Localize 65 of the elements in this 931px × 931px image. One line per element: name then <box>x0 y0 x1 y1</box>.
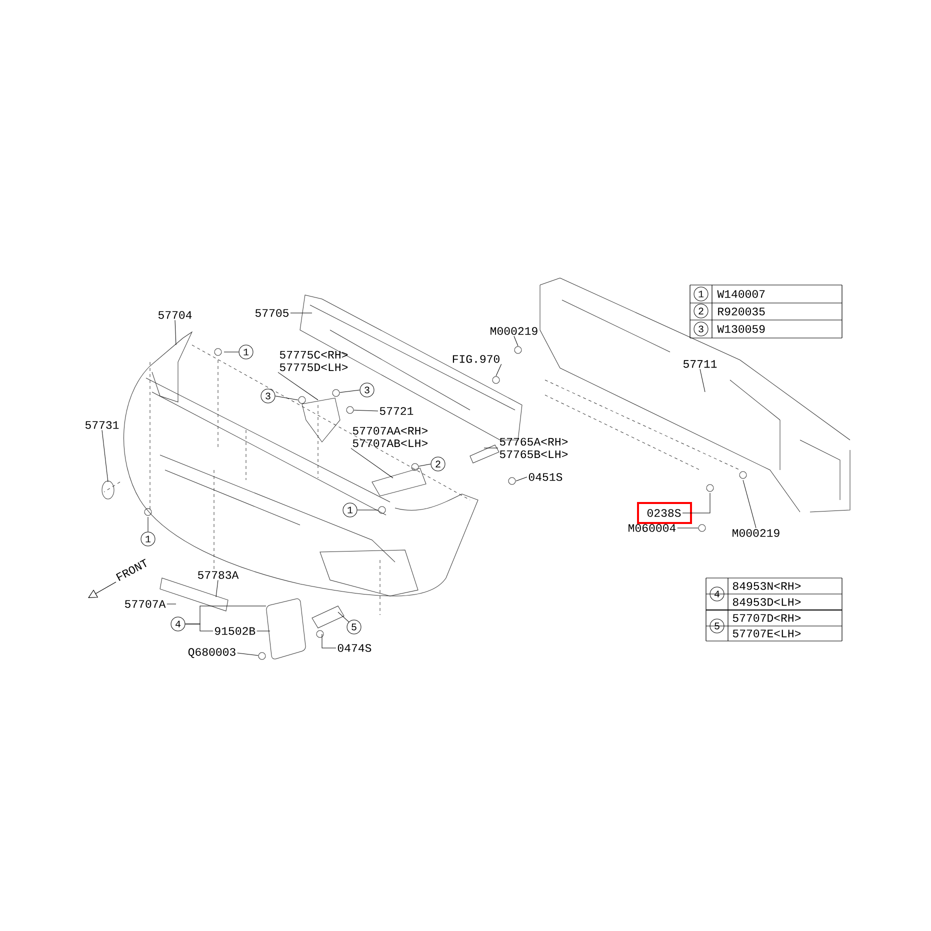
part-number: 57765A<RH> 57765B<LH> <box>500 438 568 458</box>
callout-number: 3 <box>694 322 708 336</box>
part-number: Q680003 <box>188 648 236 658</box>
callout-number: 4 <box>170 616 186 632</box>
part-number: 0474S <box>338 644 372 652</box>
leader-line <box>290 312 312 314</box>
leader-line <box>174 320 176 346</box>
bolt-head <box>346 406 354 414</box>
part-number: 91502B <box>215 627 256 635</box>
part-number: 57705 <box>255 309 289 317</box>
part-number: 57704 <box>158 311 192 319</box>
table-cell: 84953N<RH> <box>732 582 801 590</box>
bolt-head <box>332 389 340 397</box>
leader-line <box>216 580 218 598</box>
callout-number: 3 <box>260 388 276 404</box>
part-number: M060004 <box>628 524 676 532</box>
part-number: M000219 <box>490 327 538 335</box>
callout-number: 1 <box>140 532 156 546</box>
part-number: 57711 <box>683 360 717 368</box>
part-number: 57731 <box>85 421 119 429</box>
leader-line <box>350 448 394 478</box>
leader-line <box>237 652 259 656</box>
callout-number: 1 <box>342 502 358 518</box>
part-number: 57783A <box>198 571 239 579</box>
bolt-head <box>258 652 266 660</box>
leader-line <box>496 364 502 376</box>
leader-line <box>256 630 270 632</box>
table-cell: 57707E<LH> <box>732 630 801 638</box>
callout-number: 1 <box>694 286 708 302</box>
callout-number: 2 <box>430 456 446 472</box>
leader-line <box>700 368 706 392</box>
part-number: FIG.970 <box>452 355 500 363</box>
leader-line <box>742 480 756 528</box>
part-number: 57707A <box>125 600 166 608</box>
bolt-head <box>411 463 419 471</box>
leader-line <box>418 464 431 467</box>
part-number: 57707AA<RH> 57707AB<LH> <box>352 426 428 448</box>
callout-number: 3 <box>360 382 374 398</box>
leader-line <box>275 396 298 400</box>
bolt-head <box>698 524 706 532</box>
leader-line <box>682 492 710 514</box>
leader-line <box>338 612 350 622</box>
leader-line <box>278 372 318 400</box>
part-number: M000219 <box>732 529 780 537</box>
leader-line <box>339 390 360 393</box>
table-cell: W130059 <box>717 325 765 333</box>
part-number: 0238S <box>647 509 681 517</box>
leader-line <box>322 634 336 648</box>
leader-line <box>185 624 214 632</box>
leader-line <box>514 336 518 346</box>
callout-number: 4 <box>710 586 724 602</box>
table-cell: 84953D<LH> <box>732 598 801 606</box>
table-cell: 57707D<RH> <box>732 614 801 622</box>
leader-line <box>354 410 378 412</box>
part-number: 0451S <box>528 473 562 481</box>
leader-line <box>102 430 108 482</box>
callout-number: 1 <box>238 344 254 360</box>
callout-number: 5 <box>710 618 724 634</box>
callout-number: 2 <box>694 304 708 318</box>
leader-line <box>516 476 528 482</box>
part-number: 57721 <box>380 407 414 415</box>
table-cell: R920035 <box>718 308 765 316</box>
part-number: 57775C<RH> 57775D<LH> <box>280 350 348 372</box>
callout-number: 5 <box>346 620 362 634</box>
table-cell: W140007 <box>717 290 765 298</box>
